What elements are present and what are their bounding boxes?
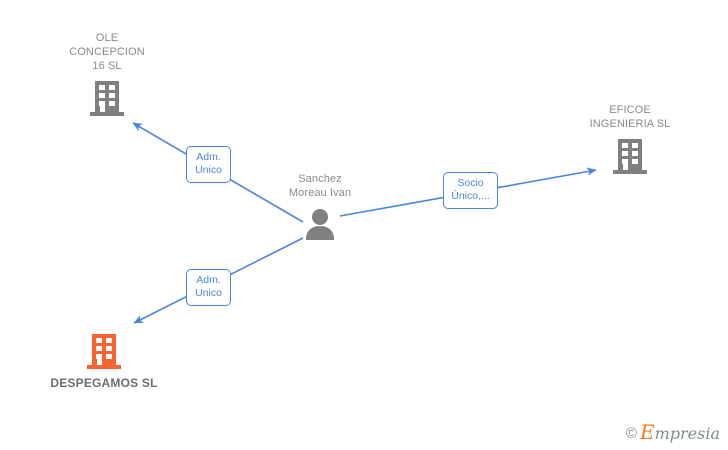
company-building-icon[interactable] <box>609 135 651 177</box>
relation-label-socio-unico-eficoe[interactable]: Socio Único,... <box>443 172 498 209</box>
node-ole-concepcion[interactable]: OLE CONCEPCION 16 SL <box>32 31 182 119</box>
company-building-icon[interactable] <box>83 330 125 372</box>
relation-label-adm-unico-ole[interactable]: Adm. Unico <box>186 146 231 183</box>
node-eficoe-ingenieria[interactable]: EFICOE INGENIERIA SL <box>555 103 705 177</box>
person-icon[interactable] <box>300 204 340 244</box>
brand-wordmark: Empresia <box>640 422 720 443</box>
node-label-ole-concepcion: OLE CONCEPCION 16 SL <box>69 32 145 72</box>
node-label-eficoe-ingenieria: EFICOE INGENIERIA SL <box>589 104 671 130</box>
node-label-sanchez-moreau-ivan: Sanchez Moreau Ivan <box>288 173 352 199</box>
brand-rest: mpresia <box>654 424 720 443</box>
company-building-icon[interactable] <box>86 77 128 119</box>
node-despegamos[interactable]: DESPEGAMOS SL <box>29 330 179 390</box>
watermark: © Empresia <box>625 422 720 443</box>
node-label-despegamos: DESPEGAMOS SL <box>50 376 158 390</box>
brand-initial: E <box>639 420 655 444</box>
node-sanchez-moreau-ivan[interactable]: Sanchez Moreau Ivan <box>245 172 395 244</box>
copyright-icon: © <box>625 424 637 442</box>
relation-label-adm-unico-despegamos[interactable]: Adm. Unico <box>186 269 231 306</box>
